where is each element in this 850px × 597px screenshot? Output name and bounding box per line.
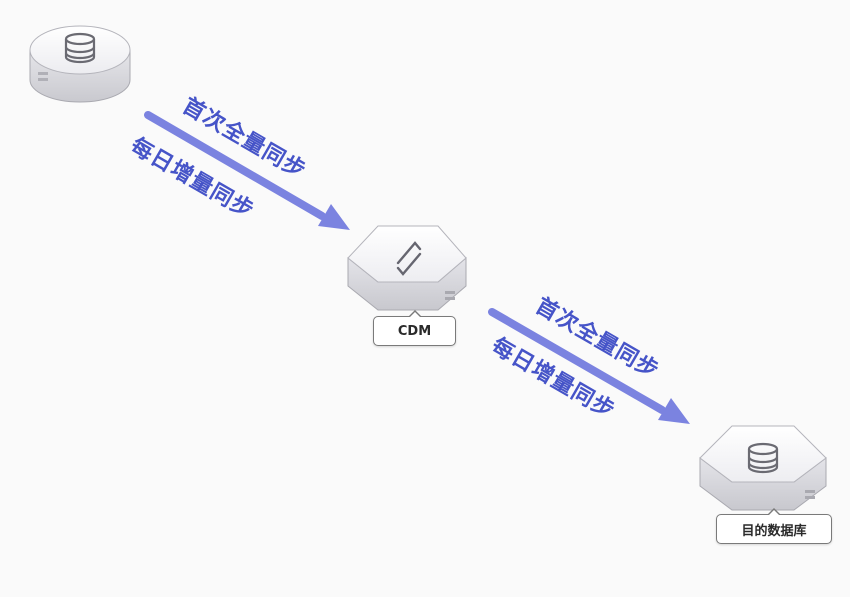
target-database-node[interactable] xyxy=(699,425,827,511)
transfer-icon xyxy=(396,241,422,276)
source-database-node[interactable] xyxy=(29,25,131,103)
database-icon xyxy=(747,442,779,474)
sync-arrow-1 xyxy=(144,111,350,230)
database-icon xyxy=(64,32,96,64)
cdm-node[interactable] xyxy=(347,225,467,311)
sync-arrow-2 xyxy=(488,308,690,424)
target-database-label: 目的数据库 xyxy=(716,508,832,544)
cdm-label: CDM xyxy=(373,310,456,346)
